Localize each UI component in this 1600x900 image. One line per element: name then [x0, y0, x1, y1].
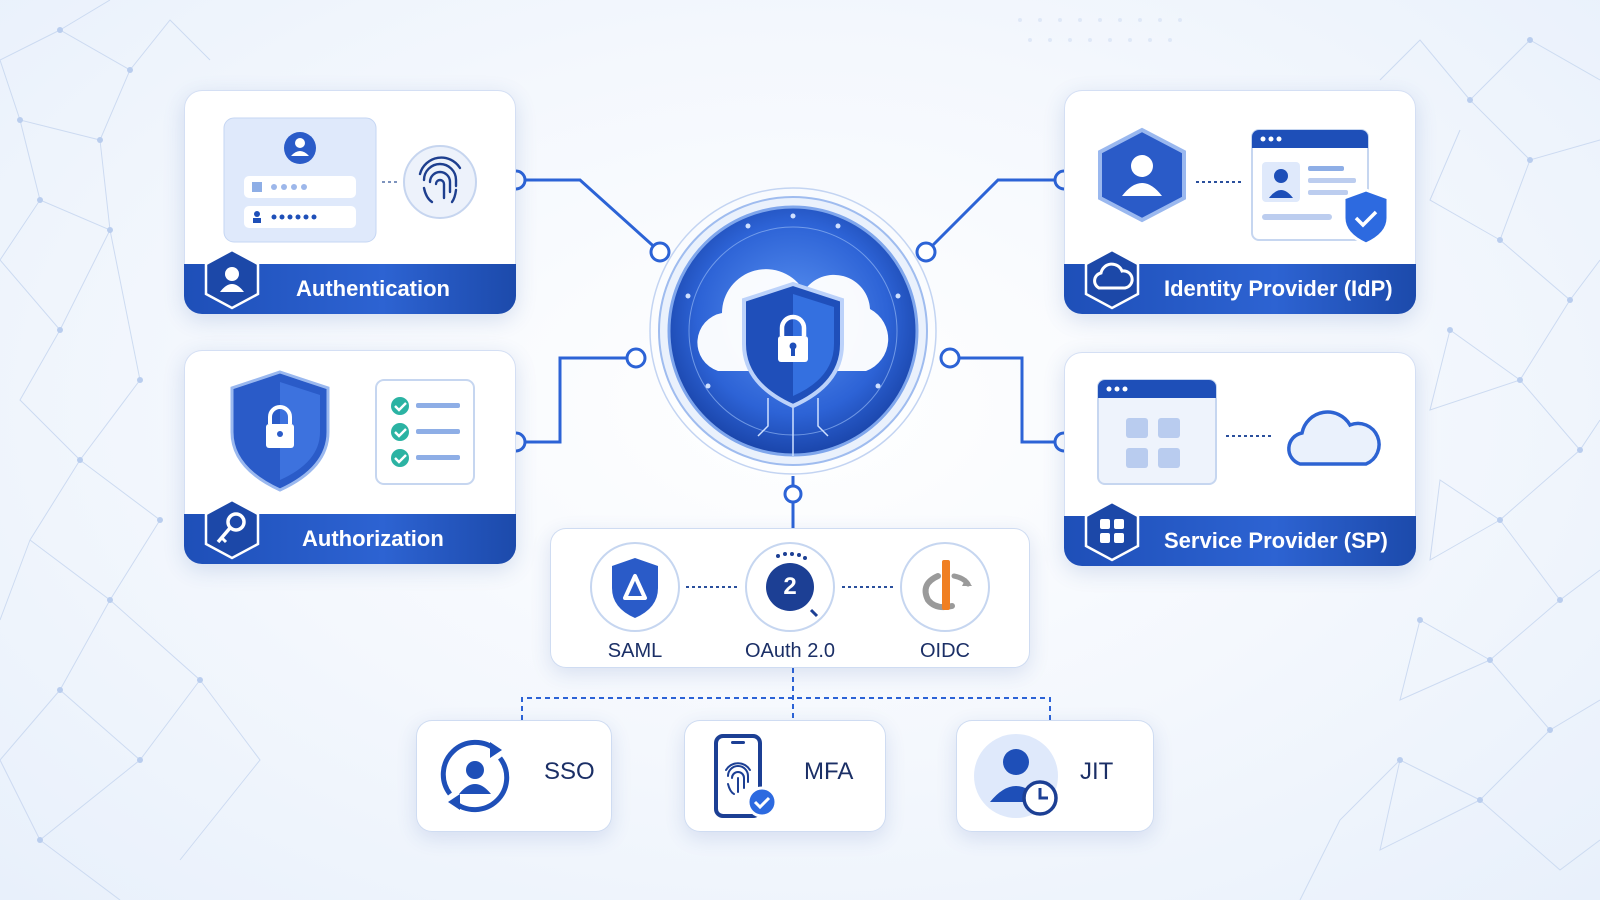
- jit-label: JIT: [1080, 758, 1114, 785]
- login-form-illustration: [223, 117, 398, 243]
- user-sync-icon: [440, 739, 510, 813]
- mfa-label: MFA: [804, 758, 854, 785]
- protocols-panel: 2 SAML OAuth 2.0 OIDC: [550, 528, 1030, 668]
- sso-card[interactable]: SSO: [416, 720, 612, 832]
- cloud-icon: [1084, 248, 1140, 310]
- user-icon: [204, 248, 260, 310]
- authorization-title: Authorization: [302, 526, 444, 551]
- sso-label: SSO: [544, 758, 595, 785]
- service-provider-title: Service Provider (SP): [1164, 528, 1388, 553]
- oauth-badge-number: 2: [783, 573, 797, 600]
- saml-label: SAML: [607, 640, 663, 662]
- identity-provider-title: Identity Provider (IdP): [1164, 276, 1393, 301]
- oidc-label: OIDC: [920, 640, 970, 662]
- oauth-label: OAuth 2.0: [744, 640, 836, 662]
- openid-icon: [900, 542, 990, 632]
- key-icon: [204, 498, 260, 560]
- cloud-shield-lock-icon: [649, 187, 937, 475]
- authorization-card[interactable]: Authorization: [184, 350, 516, 564]
- mfa-card[interactable]: MFA: [684, 720, 886, 832]
- user-clock-icon: [974, 734, 1058, 818]
- authentication-title: Authentication: [296, 276, 450, 301]
- authentication-card[interactable]: Authentication: [184, 90, 516, 314]
- oauth-icon: [745, 542, 835, 632]
- grid-icon: [1084, 500, 1140, 562]
- identity-provider-card[interactable]: Identity Provider (IdP): [1064, 90, 1416, 314]
- shield-lock-icon: [230, 370, 330, 492]
- user-hexagon-icon: [1098, 127, 1244, 223]
- service-provider-card[interactable]: Service Provider (SP): [1064, 352, 1416, 566]
- saml-shield-icon: [590, 542, 680, 632]
- app-window-icon: [1097, 379, 1274, 485]
- jit-card[interactable]: JIT: [956, 720, 1154, 832]
- phone-fingerprint-icon: [714, 734, 778, 818]
